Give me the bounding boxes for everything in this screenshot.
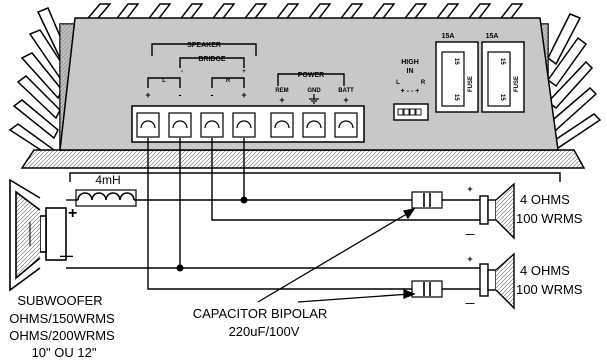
sub-plus: +	[68, 205, 77, 222]
bridge-minus: -	[181, 69, 183, 75]
terminal-3	[200, 112, 224, 138]
fuse-2: 15A 15 15 FUSE	[481, 33, 525, 113]
rem-label: REM	[275, 88, 288, 94]
terminal-3-sign: -	[211, 90, 214, 100]
bridge-plus: +	[242, 69, 246, 75]
sub-minus: —	[60, 248, 73, 263]
fuse-2-top: 15	[499, 58, 505, 65]
fuse-1-bottom: 15	[453, 94, 459, 101]
terminal-4-sign: +	[241, 90, 246, 100]
batt-label: BATT	[338, 88, 354, 94]
channel-left-label: L	[162, 78, 166, 84]
speaker-1-minus: —	[466, 229, 475, 239]
fuse-2-rating: 15A	[486, 33, 499, 40]
subwoofer	[9, 178, 67, 292]
subwoofer-caption-4: 10" OU 12"	[32, 345, 97, 360]
amp-base	[20, 149, 586, 169]
inductor-label: 4mH	[95, 173, 120, 187]
high-in-signs: + - - +	[401, 88, 420, 95]
channel-right-label: R	[226, 78, 231, 84]
rem-sign: +	[279, 95, 284, 105]
subwoofer-caption-1: SUBWOOFER	[17, 293, 102, 308]
capacitor-caption-1: CAPACITOR BIPOLAR	[193, 306, 328, 321]
fuse-2-label: FUSE	[514, 76, 520, 92]
speaker-2-ohms: 4 OHMS	[520, 263, 570, 278]
terminal-strip	[131, 105, 365, 143]
capacitor-2	[411, 280, 443, 298]
high-in-label-1: HIGH	[401, 59, 419, 66]
speaker-1-ohms: 4 OHMS	[520, 192, 570, 207]
subwoofer-caption-3: OHMS/200WRMS	[9, 328, 115, 343]
speaker-1-plus: +	[467, 184, 472, 194]
terminal-1-sign: +	[145, 90, 150, 100]
speaker-label: SPEAKER	[187, 42, 221, 49]
batt-sign: +	[343, 95, 348, 105]
speaker-1-rms: 100 WRMS	[516, 211, 583, 226]
fuse-2-bottom: 15	[499, 94, 505, 101]
bridge-label: BRIDGE	[198, 56, 226, 63]
gnd-label: GND	[307, 88, 321, 94]
speaker-2-rms: 100 WRMS	[516, 282, 583, 297]
capacitor-1	[411, 191, 443, 209]
terminal-2	[168, 112, 192, 138]
junction-2	[176, 264, 184, 272]
callout-arrows	[257, 208, 416, 303]
fuse-1-top: 15	[453, 58, 459, 65]
inductor: 4mH	[75, 173, 137, 207]
capacitor-caption-2: 220uF/100V	[229, 324, 300, 339]
ground-icon	[309, 94, 319, 104]
terminal-gnd	[302, 112, 326, 138]
high-in-right: R	[421, 80, 426, 86]
terminal-rem	[270, 112, 294, 138]
speaker-1	[479, 182, 515, 240]
fuse-1: 15A 15 15 FUSE	[435, 33, 479, 113]
amplifier: SPEAKER BRIDGE - + L R POWER + - - + REM…	[8, 3, 602, 169]
speaker-2-plus: +	[467, 254, 472, 264]
terminal-4	[232, 112, 256, 138]
power-label: POWER	[298, 72, 324, 79]
wires	[66, 138, 561, 290]
high-in-left: L	[396, 80, 400, 86]
terminal-batt	[334, 112, 358, 138]
high-in-connector: HIGH IN L R + - - +	[393, 59, 429, 121]
terminal-2-sign: -	[179, 90, 182, 100]
speaker-2	[479, 252, 515, 310]
high-in-label-2: IN	[407, 68, 414, 75]
terminal-1	[136, 112, 160, 138]
fuse-1-rating: 15A	[442, 33, 455, 40]
fuse-1-label: FUSE	[468, 76, 474, 92]
speaker-2-minus: —	[466, 298, 475, 308]
subwoofer-caption-2: OHMS/150WRMS	[9, 311, 115, 326]
junction-1	[240, 196, 248, 204]
